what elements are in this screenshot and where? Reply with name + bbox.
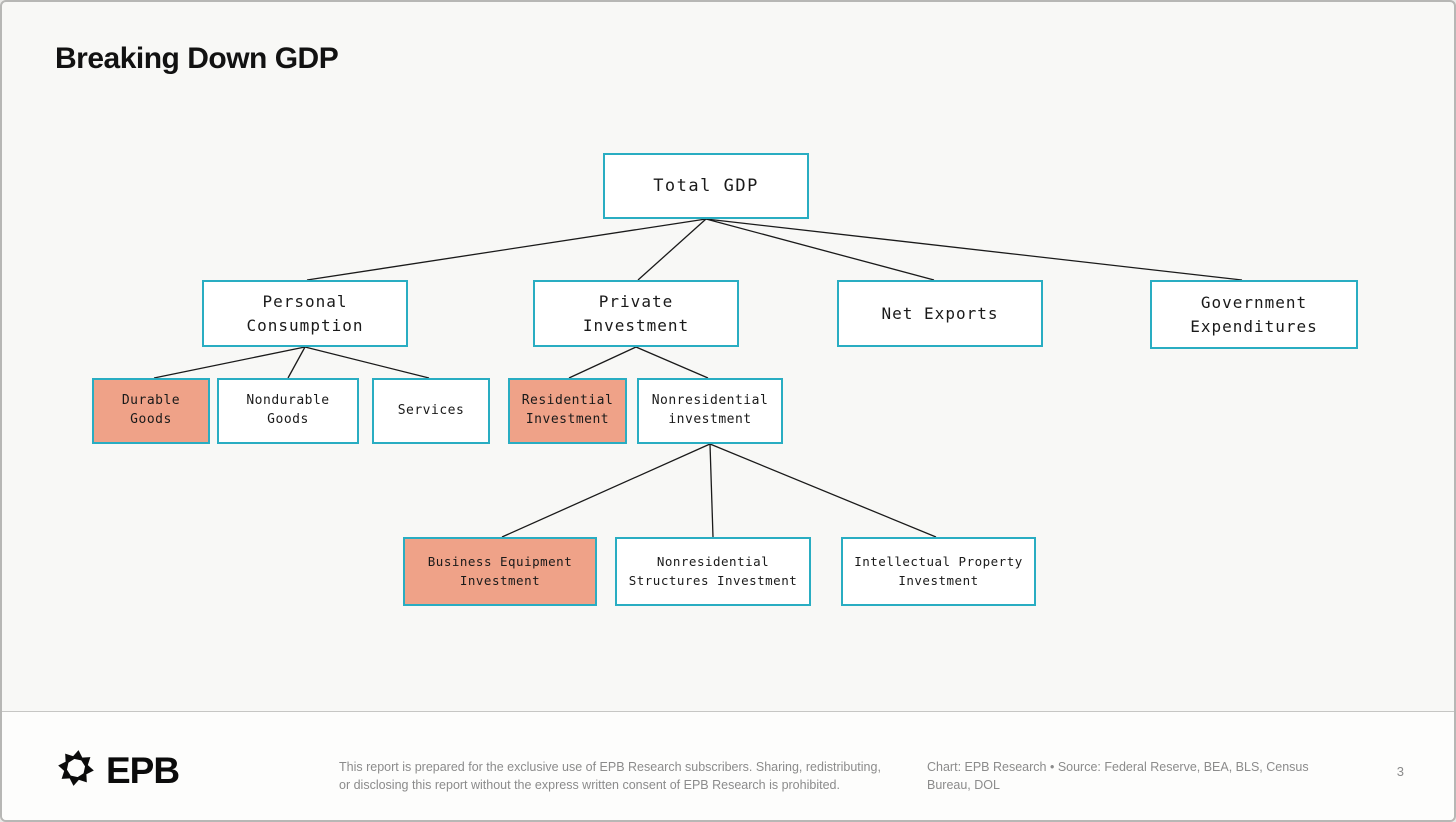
epb-logo-icon: [54, 746, 98, 795]
node-label: Nonresidential Structures Investment: [628, 554, 798, 588]
epb-logo: EPB: [54, 746, 180, 795]
page-number: 3: [1396, 764, 1404, 779]
node-label: Services: [397, 402, 465, 418]
node-total-gdp: Total GDP: [603, 153, 809, 219]
node-services: Services: [372, 378, 490, 444]
node-durable-goods: Durable Goods: [92, 378, 210, 444]
gdp-tree-diagram: Total GDP Personal Consumption Private I…: [2, 2, 1454, 714]
node-intellectual-property-investment: Intellectual Property Investment: [841, 537, 1036, 606]
node-label: Total GDP: [653, 175, 759, 196]
node-label: Private Investment: [582, 292, 690, 335]
node-label: Personal Consumption: [246, 292, 364, 335]
node-nonresidential-structures-investment: Nonresidential Structures Investment: [615, 537, 811, 606]
node-label: Nonresidential investment: [651, 393, 769, 427]
footer-disclaimer: This report is prepared for the exclusiv…: [339, 760, 881, 793]
node-business-equipment-investment: Business Equipment Investment: [403, 537, 597, 606]
node-label: Net Exports: [881, 303, 999, 323]
node-nondurable-goods: Nondurable Goods: [217, 378, 359, 444]
node-net-exports: Net Exports: [837, 280, 1043, 347]
page-title: Breaking Down GDP: [55, 42, 339, 75]
epb-logo-text: EPB: [106, 749, 180, 791]
node-nonresidential-investment: Nonresidential investment: [637, 378, 783, 444]
node-label: Government Expenditures: [1190, 293, 1318, 336]
node-government-expenditures: Government Expenditures: [1150, 280, 1358, 349]
node-personal-consumption: Personal Consumption: [202, 280, 408, 347]
footer-credit: Chart: EPB Research • Source: Federal Re…: [927, 760, 1309, 793]
node-label: Business Equipment Investment: [427, 554, 573, 588]
node-label: Intellectual Property Investment: [854, 554, 1023, 588]
footer: EPB This report is prepared for the excl…: [2, 711, 1454, 820]
node-label: Residential Investment: [521, 393, 614, 427]
node-residential-investment: Residential Investment: [508, 378, 627, 444]
node-label: Durable Goods: [121, 393, 181, 427]
connector-lines: [153, 218, 1243, 538]
node-private-investment: Private Investment: [533, 280, 739, 347]
node-label: Nondurable Goods: [246, 393, 330, 427]
